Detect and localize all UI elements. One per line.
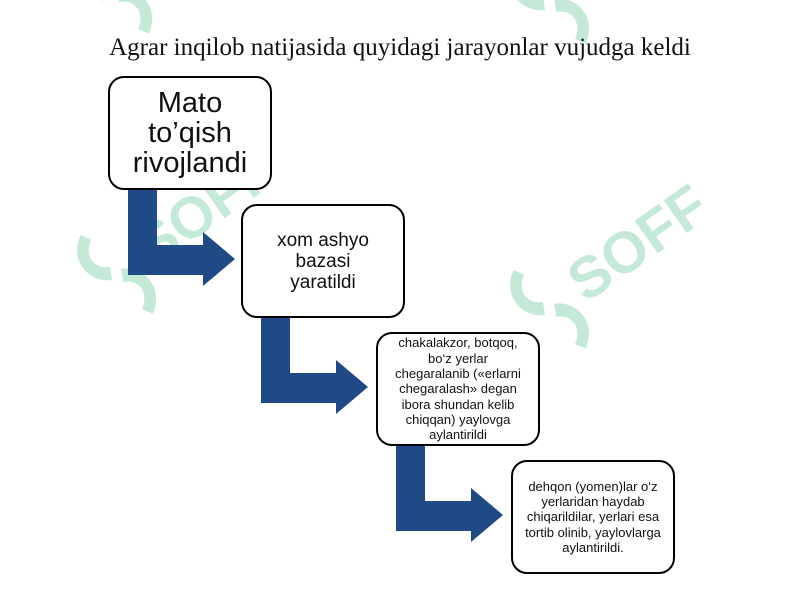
step-box-4: dehqon (yomen)lar o‘z yerlaridan haydab … bbox=[511, 460, 675, 574]
diagram-title: Agrar inqilob natijasida quyidagi jarayo… bbox=[109, 34, 691, 61]
step-box-3: chakalakzor, botqoq, bo‘z yerlar chegara… bbox=[376, 332, 540, 446]
step-text-3: chakalakzor, botqoq, bo‘z yerlar chegara… bbox=[395, 335, 521, 443]
step-text-1: Mato to’qish rivojlandi bbox=[132, 87, 248, 179]
step-box-2: xom ashyo bazasi yaratildi bbox=[241, 204, 405, 318]
watermark-logo-3 bbox=[73, 0, 153, 34]
step-box-1: Mato to’qish rivojlandi bbox=[108, 76, 272, 190]
arrow-3-to-4 bbox=[396, 446, 503, 542]
step-text-4: dehqon (yomen)lar o‘z yerlaridan haydab … bbox=[525, 478, 661, 555]
arrow-1-to-2 bbox=[128, 190, 235, 286]
step-text-2: xom ashyo bazasi yaratildi bbox=[277, 229, 369, 293]
arrow-2-to-3 bbox=[261, 318, 368, 414]
watermark-logo-4 bbox=[510, 0, 590, 44]
